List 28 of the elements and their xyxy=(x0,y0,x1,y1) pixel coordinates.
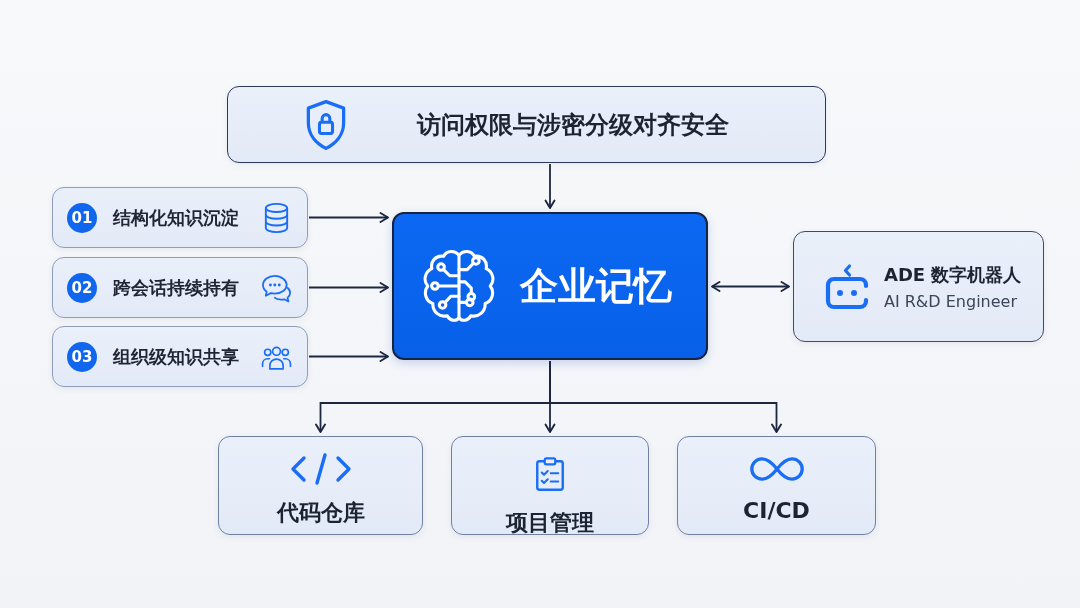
double-arrow xyxy=(711,281,790,292)
tile-label: 代码仓库 xyxy=(276,499,365,527)
memory-hub-box xyxy=(392,212,708,360)
feature-box xyxy=(52,257,308,318)
arrow xyxy=(549,360,782,433)
arrow xyxy=(544,163,556,209)
step-label: 结构化知识沉淀 xyxy=(113,205,239,230)
arrow xyxy=(308,212,389,223)
agent-title: ADE 数字机器人 xyxy=(884,262,1022,287)
step-label: 跨会话持续持有 xyxy=(113,275,239,300)
step-number: 01 xyxy=(67,202,97,233)
hub-title: 企业记忆 xyxy=(520,262,672,310)
security-banner-box xyxy=(227,86,826,163)
arrow xyxy=(308,282,389,293)
system-box xyxy=(218,436,423,535)
tile-label: CI/CD xyxy=(743,498,810,523)
feature-box xyxy=(52,187,308,248)
arrow xyxy=(308,351,389,362)
agent-subtitle: AI R&D Engineer xyxy=(884,291,1018,311)
tile-label: 项目管理 xyxy=(506,509,594,537)
step-number: 03 xyxy=(67,341,97,372)
robot-agent-box xyxy=(793,231,1044,342)
system-box xyxy=(677,436,876,535)
banner-title: 访问权限与涉密分级对齐安全 xyxy=(417,109,729,141)
feature-box xyxy=(52,326,308,387)
system-box xyxy=(451,436,649,535)
step-number: 02 xyxy=(67,272,97,303)
step-label: 组织级知识共享 xyxy=(113,344,239,369)
